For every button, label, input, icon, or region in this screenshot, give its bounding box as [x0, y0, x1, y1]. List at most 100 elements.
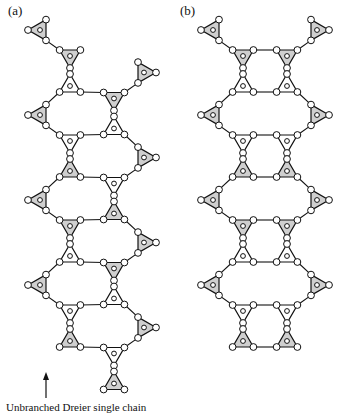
oxygen-atom	[43, 122, 50, 129]
arrow-head	[43, 372, 49, 380]
oxygen-atom	[135, 334, 142, 341]
oxygen-atom	[121, 386, 128, 393]
oxygen-atom	[77, 47, 84, 54]
apex-oxygen	[38, 283, 43, 288]
oxygen-atom	[326, 282, 333, 289]
apex-oxygen	[285, 54, 290, 59]
tetrahedron	[100, 344, 128, 369]
oxygen-atom	[153, 154, 160, 161]
oxygen-atom	[229, 259, 236, 266]
oxygen-atom	[240, 326, 247, 333]
oxygen-atom	[56, 217, 63, 224]
oxygen-atom	[135, 164, 142, 171]
tetrahedron	[229, 217, 257, 242]
tetrahedron	[273, 302, 301, 327]
tetrahedron	[135, 314, 160, 342]
oxygen-atom	[100, 386, 107, 393]
oxygen-atom	[308, 207, 315, 214]
apex-oxygen	[68, 224, 73, 229]
oxygen-atom	[121, 131, 128, 138]
oxygen-atom	[294, 259, 301, 266]
tetrahedron	[135, 229, 160, 257]
apex-oxygen	[315, 198, 320, 203]
oxygen-atom	[273, 344, 280, 351]
tetrahedron	[229, 326, 257, 351]
apex-oxygen	[112, 126, 117, 131]
apex-oxygen	[241, 224, 246, 229]
tetrahedra	[198, 16, 333, 350]
oxygen-atom	[229, 174, 236, 181]
apex-oxygen	[285, 84, 290, 89]
oxygen-atom	[121, 216, 128, 223]
tetrahedron	[100, 89, 128, 114]
oxygen-atom	[284, 71, 291, 78]
oxygen-atom	[43, 16, 50, 23]
oxygen-atom	[198, 112, 205, 119]
oxygen-atom	[250, 89, 257, 96]
oxygen-atom	[56, 47, 63, 54]
oxygen-atom	[43, 101, 50, 108]
tetrahedron	[56, 241, 84, 266]
oxygen-atom	[198, 282, 205, 289]
oxygen-atom	[153, 239, 160, 246]
oxygen-atom	[121, 89, 128, 96]
tetrahedron	[100, 283, 128, 308]
apex-oxygen	[315, 28, 320, 33]
oxygen-atom	[67, 71, 74, 78]
oxygen-atom	[250, 217, 257, 224]
tetrahedron	[229, 241, 257, 266]
apex-oxygen	[112, 351, 117, 356]
oxygen-atom	[273, 217, 280, 224]
oxygen-atom	[56, 344, 63, 351]
tetrahedron	[100, 368, 128, 393]
oxygen-atom	[284, 326, 291, 333]
oxygen-atom	[216, 186, 223, 193]
oxygen-atom	[100, 89, 107, 96]
oxygen-atom	[67, 241, 74, 248]
oxygen-atom	[56, 259, 63, 266]
tetrahedra-chains	[25, 16, 333, 393]
apex-oxygen	[112, 266, 117, 271]
apex-oxygen	[211, 113, 216, 118]
tetrahedron	[198, 271, 223, 299]
oxygen-atom	[135, 229, 142, 236]
apex-oxygen	[68, 84, 73, 89]
oxygen-atom	[135, 79, 142, 86]
oxygen-atom	[216, 271, 223, 278]
oxygen-atom	[273, 47, 280, 54]
apex-oxygen	[38, 113, 43, 118]
tetrahedron	[229, 156, 257, 181]
apex-oxygen	[285, 139, 290, 144]
tetrahedron	[273, 71, 301, 96]
tetrahedron	[308, 271, 333, 299]
oxygen-atom	[294, 344, 301, 351]
oxygen-atom	[216, 37, 223, 44]
apex-oxygen	[142, 325, 147, 330]
oxygen-atom	[216, 16, 223, 23]
oxygen-atom	[43, 186, 50, 193]
tetrahedron	[100, 198, 128, 223]
oxygen-atom	[294, 47, 301, 54]
apex-oxygen	[285, 224, 290, 229]
oxygen-atom	[308, 16, 315, 23]
oxygen-atom	[294, 217, 301, 224]
apex-oxygen	[241, 339, 246, 344]
apex-oxygen	[68, 254, 73, 259]
oxygen-atom	[77, 302, 84, 309]
apex-oxygen	[68, 309, 73, 314]
oxygen-atom	[67, 156, 74, 163]
oxygen-atom	[284, 156, 291, 163]
oxygen-atom	[135, 249, 142, 256]
oxygen-atom	[56, 132, 63, 139]
oxygen-atom	[240, 71, 247, 78]
apex-oxygen	[241, 84, 246, 89]
oxygen-atom	[43, 37, 50, 44]
oxygen-atom	[43, 207, 50, 214]
tetrahedron	[198, 101, 223, 129]
tetrahedron	[135, 59, 160, 87]
oxygen-atom	[25, 197, 32, 204]
bridge-bonds	[46, 40, 138, 371]
oxygen-atom	[77, 132, 84, 139]
oxygen-atom	[100, 216, 107, 223]
